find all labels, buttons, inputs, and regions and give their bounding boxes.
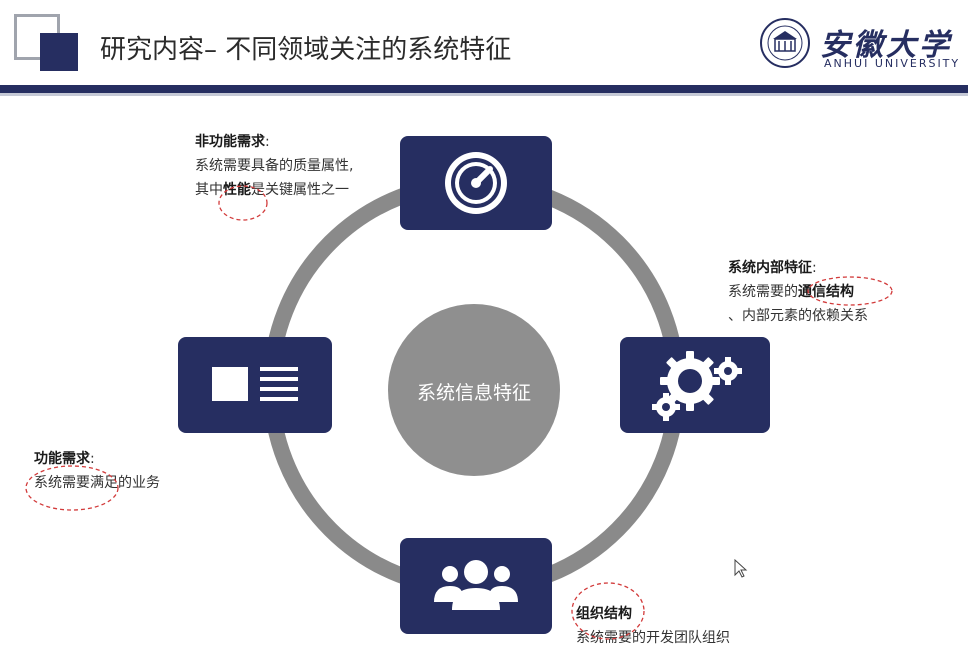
gears-icon [652,351,742,421]
label-internal-heading: 系统内部特征 [728,260,812,276]
label-nonfunctional-colon: : [265,134,270,150]
center-label: 系统信息特征 [416,382,531,404]
university-name-english: ANHUI UNIVERSITY [824,57,961,70]
highlight-ellipse-organization [571,582,645,640]
node-internal-structure [620,337,770,433]
label-nonfunctional-line1: 系统需要具备的质量属性, [195,158,354,174]
speedometer-icon [445,152,507,214]
label-internal-line2: 、内部元素的依赖关系 [728,308,868,324]
highlight-communication-structure: 通信结构 [798,284,854,300]
label-organization-heading: 组织结构 [576,606,632,622]
label-internal-colon: : [812,260,817,276]
label-functional-heading: 功能需求 [34,451,90,467]
slide-title: 研究内容– 不同领域关注的系统特征 [100,35,512,65]
header-divider-shadow [0,93,968,96]
label-functional: 功能需求: 系统需要满足的业务 [34,447,160,495]
label-nonfunctional: 非功能需求: 系统需要具备的质量属性, 其中性能是关键属性之一 [195,130,353,202]
users-group-icon [434,560,518,610]
label-nonfunctional-heading: 非功能需求 [195,134,265,150]
mouse-cursor-icon [734,559,748,578]
title-decoration-square [40,33,78,71]
highlight-performance: 性能 [223,182,251,198]
label-nonfunctional-line2-pre: 其中 [195,182,223,198]
highlight-ellipse-functional [25,465,119,511]
highlight-ellipse-communication [807,276,893,306]
label-internal-line1-pre: 系统需要的 [728,284,798,300]
node-organization [400,538,552,634]
label-nonfunctional-line2-post: 是关键属性之一 [251,182,349,198]
center-circle [388,304,560,476]
label-functional-colon: : [90,451,95,467]
header-divider [0,85,968,93]
university-name-logo: 安徽大学 [820,28,952,63]
university-seal-icon [760,18,810,68]
node-performance [400,136,552,230]
document-layout-icon [212,367,298,401]
label-organization: 组织结构 系统需要的开发团队组织 [576,602,730,650]
label-internal: 系统内部特征: 系统需要的通信结构 、内部元素的依赖关系 [728,256,868,328]
node-functional [178,337,332,433]
highlight-ellipse-performance [218,185,268,221]
label-organization-line1: 系统需要的开发团队组织 [576,630,730,646]
label-functional-line1: 系统需要满足的业务 [34,475,160,491]
